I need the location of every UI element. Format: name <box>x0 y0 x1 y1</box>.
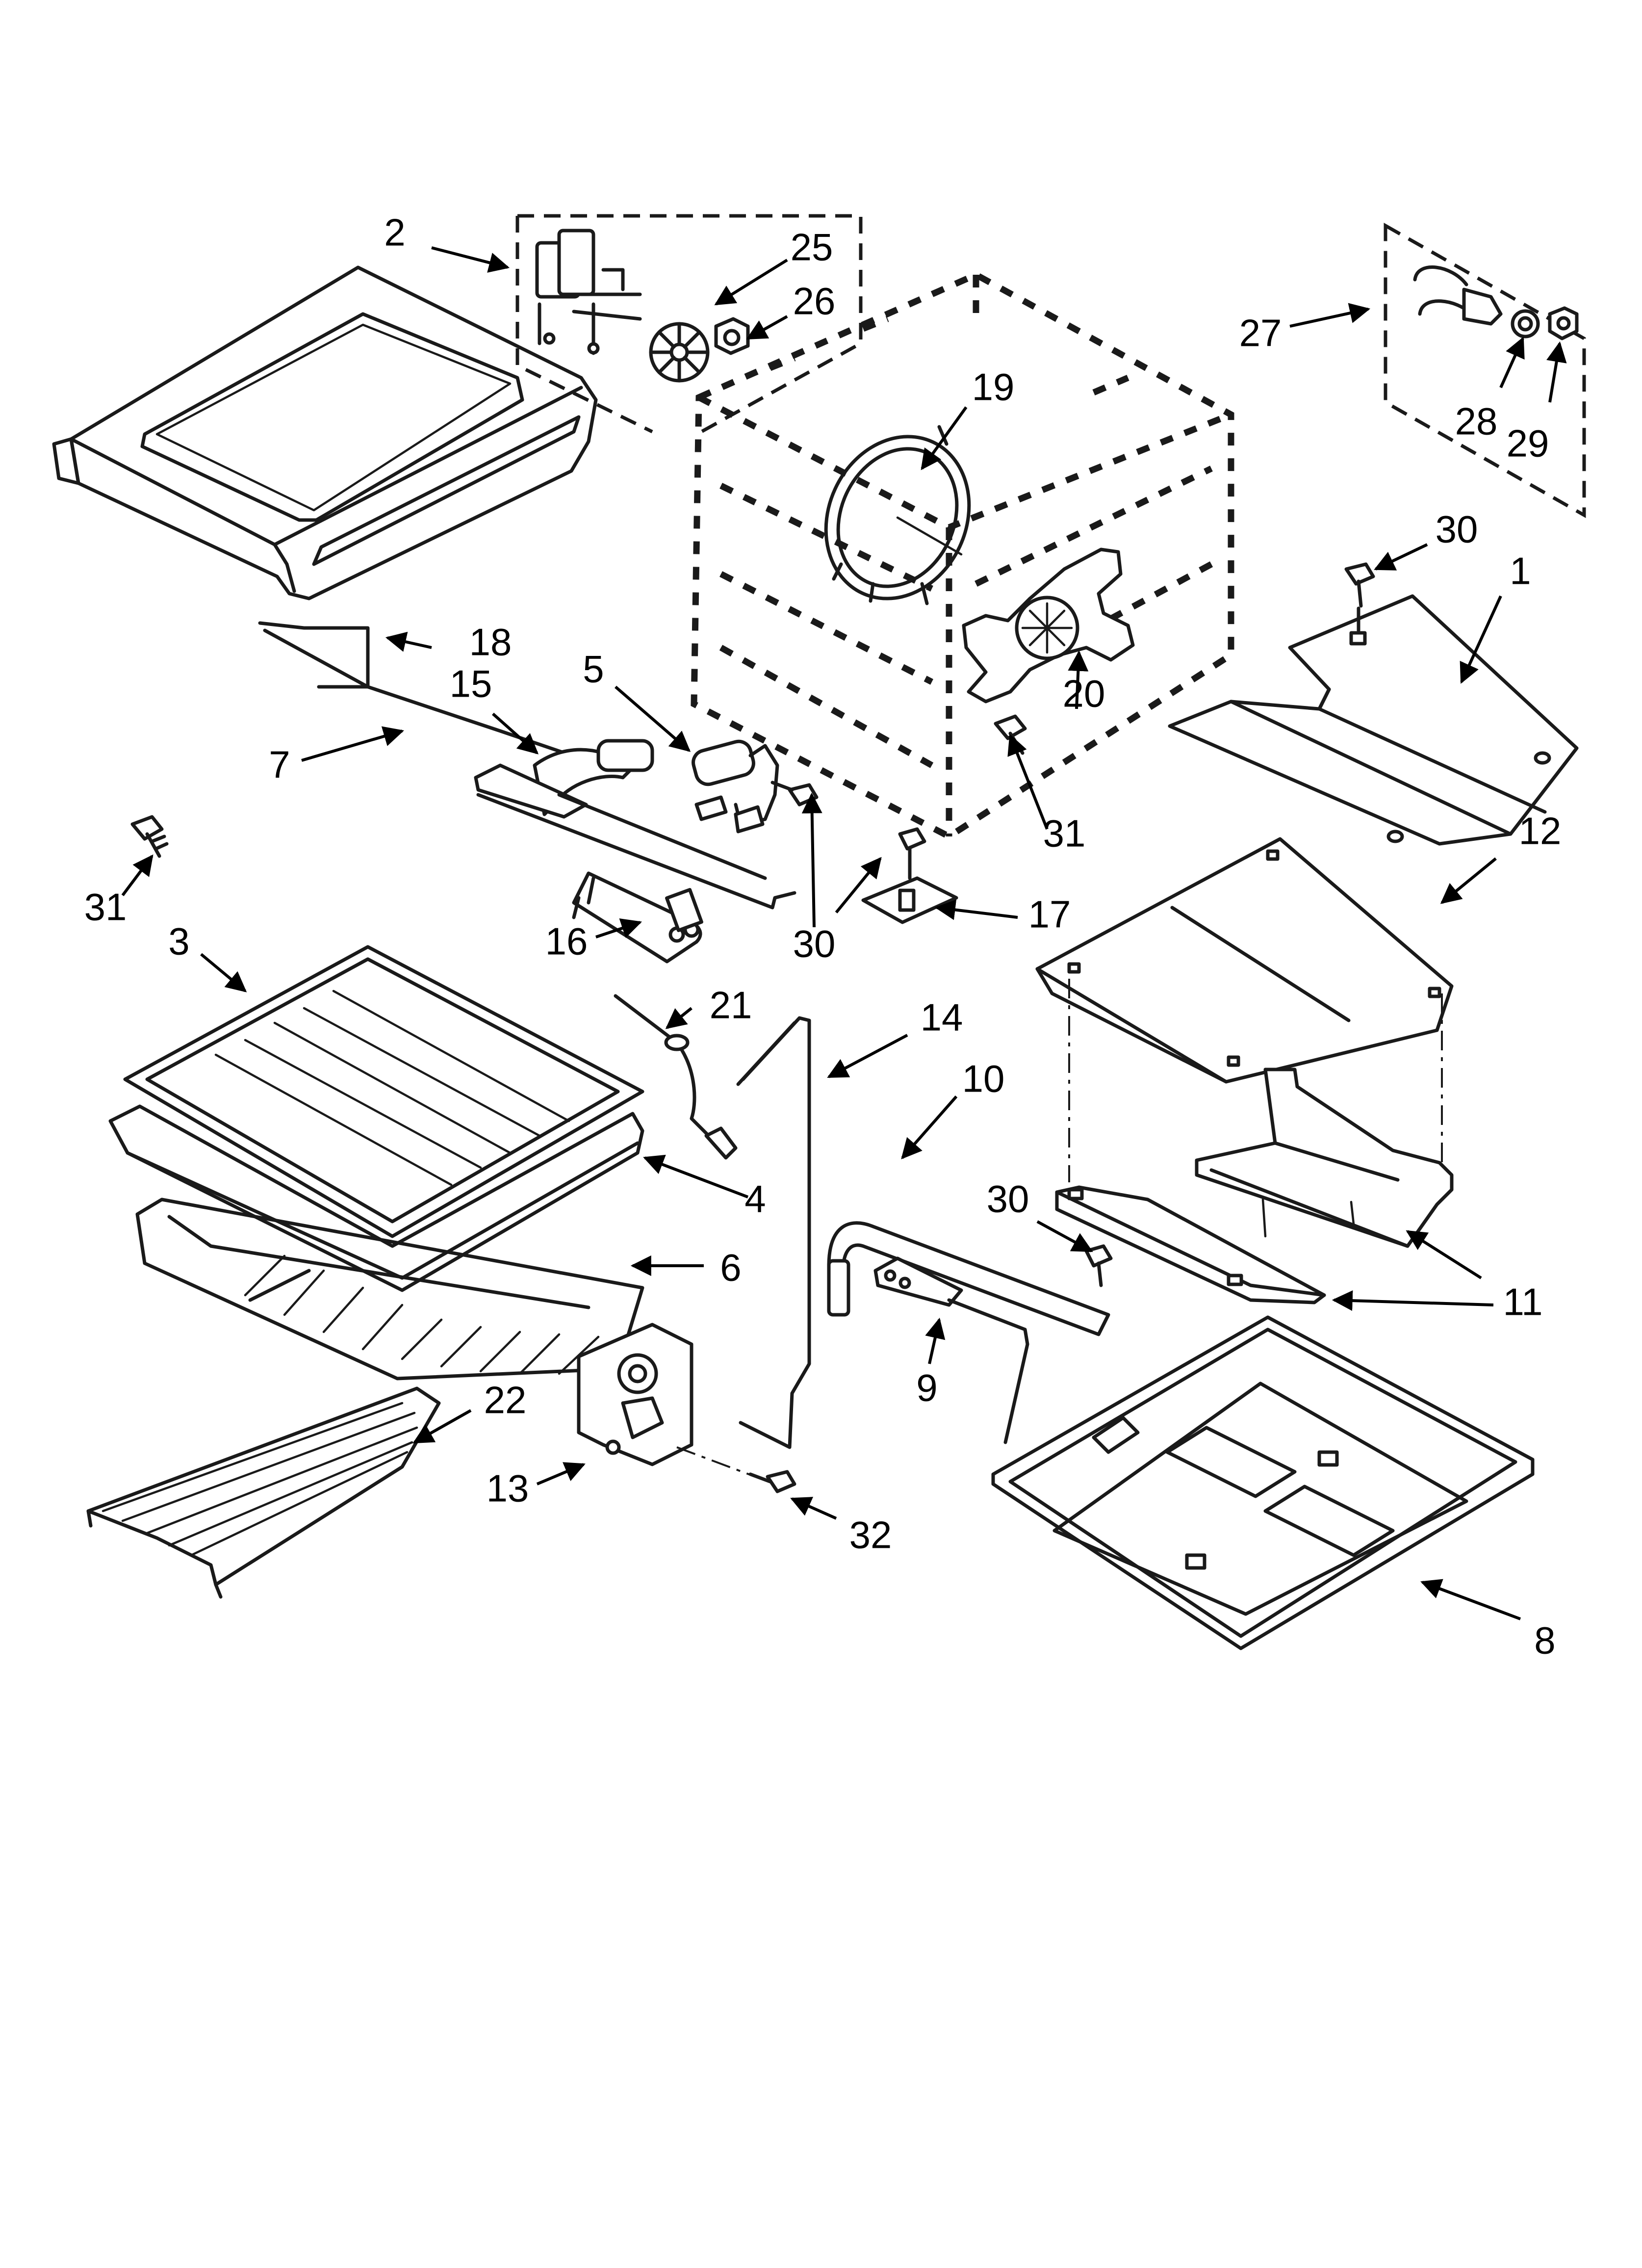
part-26-nut <box>714 317 750 355</box>
callout-14: 14 <box>921 996 963 1039</box>
part-21-igniter <box>614 994 738 1160</box>
callout-20: 20 <box>1063 672 1105 715</box>
callout-21: 21 <box>710 984 752 1027</box>
part-27-kit <box>1384 222 1586 519</box>
part-1-shield <box>1168 594 1579 846</box>
callout-11-upper: 11 <box>1503 1280 1543 1324</box>
callout-32: 32 <box>849 1513 892 1557</box>
part-22-rack <box>86 1386 441 1599</box>
part-32-screw <box>748 1470 796 1493</box>
part-12-heat-shield <box>1035 837 1454 1182</box>
part-9-bake-igniter <box>873 1256 1029 1444</box>
callout-29: 29 <box>1507 422 1549 465</box>
callout-8: 8 <box>1534 1619 1555 1662</box>
callout-15: 15 <box>450 662 492 705</box>
callout-3: 3 <box>168 920 189 963</box>
part-31-screw-left <box>130 815 169 858</box>
callout-28: 28 <box>1455 400 1498 443</box>
part-11-bracket-lower <box>1055 1185 1326 1304</box>
part-15-burner-tube <box>533 739 654 816</box>
callout-25: 25 <box>791 226 833 269</box>
callout-10: 10 <box>962 1057 1005 1100</box>
part-25-fan-blade <box>649 322 710 383</box>
callout-26: 26 <box>793 280 836 323</box>
callout-5: 5 <box>583 648 604 691</box>
callout-16: 16 <box>545 920 588 963</box>
part-30-screw-shield <box>1344 562 1375 632</box>
part-3-broil-pan-grid <box>123 945 644 1238</box>
callout-1: 1 <box>1510 549 1531 593</box>
callout-31-right: 31 <box>1043 812 1086 855</box>
part-20-fan-baffle <box>962 547 1135 704</box>
callout-27: 27 <box>1239 312 1282 355</box>
callout-6: 6 <box>720 1246 741 1289</box>
part-8-bottom-pan <box>991 1315 1535 1650</box>
callout-labels: 2 25 26 19 27 28 29 30 1 18 15 5 20 7 31… <box>84 211 1562 1662</box>
callout-13: 13 <box>487 1467 529 1510</box>
callout-30-shield: 30 <box>1436 508 1478 551</box>
leader-lines <box>121 246 1567 1620</box>
oven-cavity <box>691 271 1234 840</box>
part-28-washer <box>1511 309 1540 339</box>
callout-4: 4 <box>744 1177 766 1221</box>
part-16-broil-burner <box>474 763 796 964</box>
part-13-valve <box>577 1323 756 1478</box>
part-11-bracket-upper <box>1195 1068 1454 1248</box>
part-14-gas-tube <box>736 1016 811 1449</box>
callout-9: 9 <box>916 1366 937 1409</box>
callout-2: 2 <box>384 211 405 254</box>
callout-17: 17 <box>1028 893 1071 936</box>
part-5-orifice-valve <box>692 739 779 834</box>
callout-31-left: 31 <box>84 886 127 929</box>
callout-7: 7 <box>269 743 290 786</box>
part-30-screw-cavity <box>770 781 819 807</box>
part-18-top-panel <box>52 265 598 600</box>
part-19-convection-element <box>824 425 971 605</box>
callout-30-bake: 30 <box>987 1177 1029 1221</box>
part-31-screw-right <box>994 714 1027 755</box>
part-7-sensor-rod <box>258 621 603 767</box>
part-2-module <box>515 214 863 434</box>
callout-18: 18 <box>469 621 512 664</box>
callout-30-cavity: 30 <box>793 922 836 965</box>
callout-19: 19 <box>972 365 1015 409</box>
callout-12: 12 <box>1519 809 1562 853</box>
part-10-bake-burner <box>827 1221 1110 1336</box>
callout-22: 22 <box>484 1379 527 1422</box>
part-29-nut <box>1548 306 1579 340</box>
part-17-clip <box>861 827 958 924</box>
